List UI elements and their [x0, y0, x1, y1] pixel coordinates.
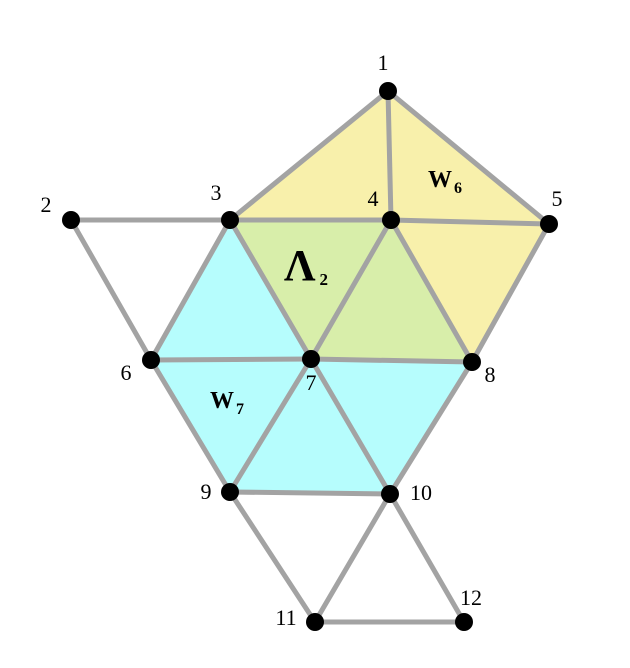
node-label-12: 12 [460, 585, 482, 610]
edge-6-9 [148, 357, 233, 495]
node-label-7: 7 [306, 370, 317, 395]
node-label-9: 9 [201, 479, 212, 504]
edge-2-6 [68, 217, 154, 363]
node-label-4: 4 [368, 186, 379, 211]
edge-4-8 [388, 217, 475, 365]
node-2 [62, 211, 80, 229]
edge-5-8 [469, 221, 552, 365]
edge-9-10 [227, 489, 393, 497]
edges-layer [68, 88, 552, 625]
edge-3-6 [148, 217, 233, 363]
edge-10-11 [312, 491, 393, 625]
edge-1-3 [227, 88, 391, 223]
edge-8-10 [387, 359, 475, 497]
edge-7-10 [308, 356, 393, 497]
node-9 [221, 483, 239, 501]
node-5 [540, 215, 558, 233]
node-7 [302, 350, 320, 368]
node-4 [382, 211, 400, 229]
node-label-8: 8 [485, 362, 496, 387]
node-3 [221, 211, 239, 229]
node-label-2: 2 [41, 192, 52, 217]
nodes-layer [62, 82, 558, 631]
edge-4-5 [388, 217, 552, 227]
node-8 [463, 353, 481, 371]
edge-1-4 [385, 88, 394, 223]
node-label-5: 5 [552, 186, 563, 211]
node-12 [455, 613, 473, 631]
edge-7-8 [308, 356, 475, 365]
node-1 [379, 82, 397, 100]
edge-9-11 [227, 489, 318, 625]
node-label-1: 1 [378, 50, 389, 75]
node-label-10: 10 [410, 480, 432, 505]
node-label-11: 11 [275, 605, 296, 630]
node-label-6: 6 [121, 360, 132, 385]
node-11 [306, 613, 324, 631]
edge-3-7 [227, 217, 314, 362]
node-10 [381, 485, 399, 503]
edge-6-7 [148, 356, 314, 363]
edge-10-12 [387, 491, 467, 625]
node-6 [142, 351, 160, 369]
edge-1-5 [385, 88, 552, 227]
edge-4-7 [308, 217, 394, 362]
edge-7-9 [227, 356, 314, 495]
node-label-3: 3 [211, 180, 222, 205]
